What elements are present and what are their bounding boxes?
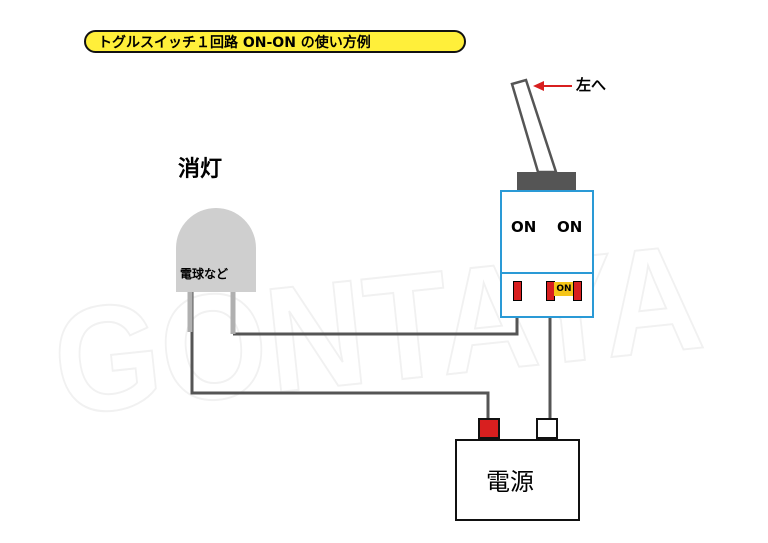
switch-position-left: ON: [511, 218, 537, 236]
active-on-tag: ON: [554, 282, 574, 296]
toggle-lever: [510, 78, 558, 174]
switch-terminal-left: [513, 281, 522, 301]
wire-lamp-to-battery-positive: [190, 292, 490, 418]
wire-lamp-to-switch: [233, 300, 519, 336]
power-supply-label: 電源: [486, 468, 534, 496]
battery-negative-terminal: [536, 418, 558, 439]
switch-terminal-right: [573, 281, 582, 301]
direction-label: 左へ: [576, 76, 607, 94]
diagram-title: トグルスイッチ１回路 ON-ON の使い方例: [84, 30, 466, 53]
bulb-label: 電球など: [180, 267, 229, 281]
battery-positive-terminal: [478, 418, 500, 439]
direction-arrowhead: [533, 81, 544, 91]
diagram-title-text: トグルスイッチ１回路 ON-ON の使い方例: [98, 34, 371, 51]
switch-divider: [502, 272, 592, 274]
switch-position-right: ON: [557, 218, 583, 236]
bulb: [176, 208, 256, 292]
switch-lever-base: [517, 172, 576, 190]
power-supply-box: [455, 439, 580, 521]
lamp-state-label: 消灯: [178, 157, 223, 182]
